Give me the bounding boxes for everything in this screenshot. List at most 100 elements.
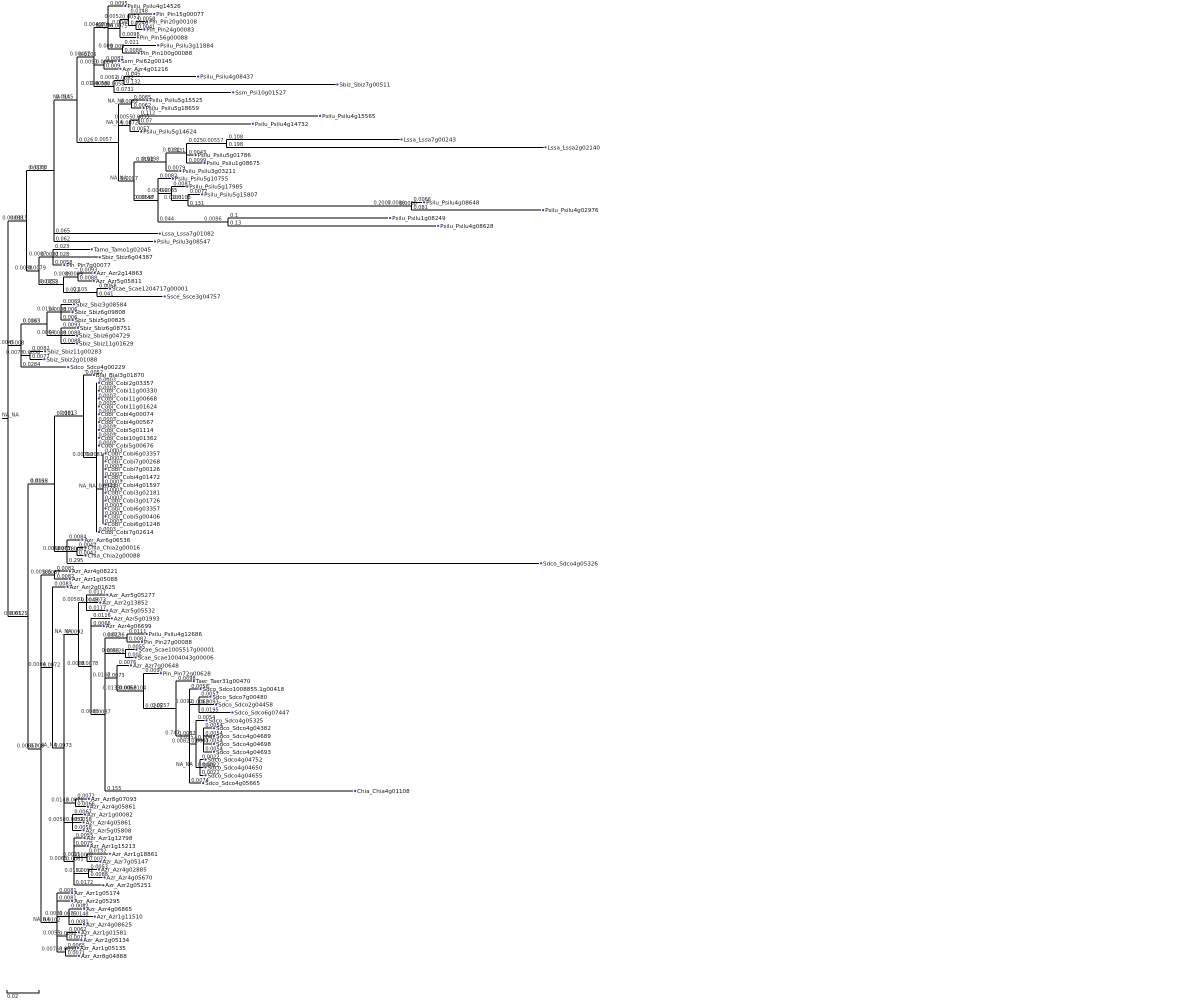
tip-label: Azr_Azr1g05135 bbox=[80, 946, 126, 952]
branch-length-label: 0.0069 bbox=[63, 299, 81, 305]
branch-length-label: 0.0058 bbox=[191, 684, 209, 690]
tip-label: Azr_Azr4g05670 bbox=[107, 875, 153, 881]
tip-marker bbox=[134, 656, 137, 659]
branch-length-label: 0.0115 bbox=[10, 216, 28, 222]
branch-length-label: 0.0075 bbox=[110, 23, 128, 29]
branch-length-label: 0.0082 bbox=[57, 566, 75, 572]
branch-length-label: 0.0148 bbox=[130, 9, 148, 15]
node-support-label: 0.0078 bbox=[6, 350, 24, 356]
branch-length-label: 0.0075 bbox=[59, 911, 76, 917]
tip-marker bbox=[87, 797, 90, 800]
node-support-label: 0.00888 bbox=[2, 215, 23, 221]
node-support-label: 0.0154 bbox=[37, 307, 55, 313]
tip-marker bbox=[140, 640, 144, 643]
node-support-label: 0.0143 bbox=[51, 797, 69, 803]
branch-length-label: 0.0082 bbox=[178, 731, 196, 737]
branch-length-label: 0.0284 bbox=[23, 362, 41, 368]
branch-length-label: 0.0079 bbox=[28, 266, 46, 272]
branch-length-label: 0.0073 bbox=[107, 673, 125, 679]
tip-marker bbox=[92, 373, 95, 377]
tip-marker bbox=[159, 672, 162, 675]
tip-label: Sbiz_Sbiz6g08751 bbox=[80, 326, 131, 332]
tip-marker bbox=[70, 891, 74, 895]
branch-length-label: 0.0058 bbox=[23, 350, 41, 356]
branch-length-label: 0.0047 bbox=[198, 735, 216, 741]
branch-length-label: 0.0125 bbox=[10, 611, 28, 617]
tip-label: Pin_Pin56g00088 bbox=[140, 35, 188, 41]
tip-marker bbox=[251, 122, 254, 125]
tip-marker bbox=[92, 279, 95, 282]
tip-label: Taer_Taer31g00470 bbox=[195, 679, 251, 685]
tip-label: Psilu_Psilu4g12686 bbox=[149, 632, 203, 638]
node-support-label: 0.0045 bbox=[23, 318, 40, 324]
tip-label: Cobi_Cobi4g01472 bbox=[108, 475, 161, 481]
branch-length-label: 0.0098 bbox=[122, 32, 140, 38]
tip-label: Cobi_Cobi7g00126 bbox=[108, 467, 161, 473]
tip-label: Pin_Pin24g00083 bbox=[146, 28, 194, 34]
tip-label: Sdco_Sdco4g04698 bbox=[216, 742, 271, 748]
tip-marker bbox=[400, 138, 403, 141]
tip-label: Azr_Azr8g04888 bbox=[81, 954, 127, 960]
branch-length-label: 0.0076 bbox=[119, 660, 137, 666]
tip-label: Psilu_Psilu1g08675 bbox=[207, 161, 261, 167]
branch-length-label: 0.0088 bbox=[63, 338, 81, 344]
node-support-label: 0.105 bbox=[73, 287, 87, 293]
tip-label: Cobi_Cobi10g01362 bbox=[101, 436, 157, 442]
branch-length-label: 0.0081 bbox=[71, 919, 89, 925]
tree-branches bbox=[2, 5, 544, 957]
branch-length-label: 0.108 bbox=[229, 134, 243, 140]
tip-label: Sbiz_Sbiz6g09808 bbox=[75, 310, 126, 316]
tip-label: Sbiz_Sbiz5g00825 bbox=[75, 318, 126, 324]
branch-length-label: 0.0054 bbox=[205, 723, 223, 729]
tip-marker bbox=[104, 491, 107, 494]
node-support-label: 0.0065 bbox=[50, 856, 67, 862]
tip-marker bbox=[68, 577, 71, 581]
branch-length-label: 0.0055 bbox=[132, 115, 150, 121]
tip-marker bbox=[72, 303, 76, 306]
node-support-label: 0.0064 bbox=[37, 330, 55, 336]
tip-label: Cobi_Cobi6g03357 bbox=[108, 451, 161, 457]
tip-marker bbox=[43, 358, 46, 361]
branch-length-label: 0.155 bbox=[107, 786, 121, 792]
branch-length-label: 0.0102 bbox=[43, 917, 61, 923]
tip-marker bbox=[158, 232, 161, 235]
branch-length-label: 0.0041 bbox=[138, 24, 156, 30]
tip-label: Psilu_Psilu4g14732 bbox=[255, 122, 308, 128]
branch-length-label: 0.0003 bbox=[105, 456, 123, 462]
tip-label: Chia_Chia4g01108 bbox=[357, 789, 410, 795]
tip-marker bbox=[136, 36, 139, 39]
tip-marker bbox=[97, 868, 101, 871]
tip-label: Psilu_Psilu5g17985 bbox=[189, 185, 243, 191]
tip-label: Sdco_Sdco4g05325 bbox=[208, 718, 263, 724]
tip-label: Psilu_Psilu5g10755 bbox=[175, 177, 229, 183]
branch-length-label: 0.044 bbox=[160, 217, 174, 223]
tip-label: Cobi_Cobi3g02181 bbox=[108, 491, 161, 497]
tip-marker bbox=[67, 366, 70, 369]
node-support-label: 0.00581 bbox=[63, 597, 84, 603]
branch-length-label: 0.0042 bbox=[79, 542, 97, 548]
tip-label: Sbiz_Sbiz6g04387 bbox=[102, 255, 153, 261]
branch-length-label: 0.009 bbox=[110, 44, 124, 50]
node-support-label: 0.0103 bbox=[164, 195, 182, 201]
node-support-label: 0.0257 bbox=[152, 703, 170, 709]
branch-length-label: 0.0093 bbox=[63, 323, 81, 329]
tip-label: Psilu_Psilu4g08628 bbox=[440, 224, 494, 230]
tip-marker bbox=[82, 829, 85, 832]
branch-length-label: 0.0087 bbox=[173, 181, 191, 187]
branch-length-label: 0.0057 bbox=[132, 126, 150, 132]
tip-marker bbox=[539, 562, 543, 565]
tip-marker bbox=[542, 209, 545, 212]
branch-length-label: 0.198 bbox=[229, 142, 243, 148]
tip-marker bbox=[140, 130, 143, 133]
tip-label: Azr_Azr1g05174 bbox=[74, 891, 120, 897]
branch-length-label: 0.0131 bbox=[168, 148, 186, 154]
branch-length-label: 0.0081 bbox=[59, 896, 76, 902]
node-support-label: 0.0134 bbox=[81, 81, 99, 87]
tip-marker bbox=[80, 939, 83, 942]
branch-length-label: 0.0041 bbox=[191, 739, 209, 745]
branch-length-label: 0.0049 bbox=[81, 597, 99, 603]
branch-length-label: 0.0082 bbox=[71, 904, 89, 910]
tip-label: Azr_Azr1g11510 bbox=[97, 915, 143, 921]
branch-length-label: 0.0088 bbox=[49, 331, 67, 337]
